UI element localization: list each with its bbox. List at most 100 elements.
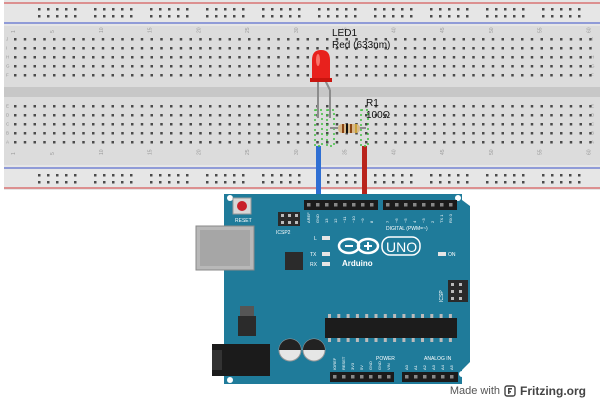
header-pin[interactable] <box>386 203 390 207</box>
rail-hole <box>271 8 274 11</box>
header-pin[interactable] <box>316 203 320 207</box>
digital-header-left[interactable] <box>304 200 378 210</box>
analog-pin-label: A2 <box>422 364 427 370</box>
breadboard-hole <box>472 123 475 126</box>
rail-hole <box>448 181 451 184</box>
header-pin[interactable] <box>360 375 364 379</box>
header-pin[interactable] <box>352 203 356 207</box>
column-number: 55 <box>538 149 544 155</box>
breadboard-hole <box>335 114 339 117</box>
breadboard-hole <box>199 132 202 135</box>
rail-hole <box>130 174 133 177</box>
header-pin[interactable] <box>405 375 409 379</box>
breadboard-hole <box>82 56 85 59</box>
breadboard-hole <box>111 74 114 77</box>
rail-hole <box>298 15 301 18</box>
header-pin[interactable] <box>361 203 365 207</box>
header-pin[interactable] <box>387 375 391 379</box>
rail-hole <box>392 181 395 184</box>
breadboard-hole <box>257 114 261 117</box>
rail-hole <box>74 8 77 11</box>
rail-hole <box>56 15 59 18</box>
rail-hole <box>336 181 339 184</box>
header-pin[interactable] <box>395 203 399 207</box>
header-pin[interactable] <box>351 375 355 379</box>
breadboard-hole <box>452 56 456 59</box>
breadboard-hole <box>365 47 368 50</box>
breadboard-hole <box>443 132 446 135</box>
breadboard-hole <box>550 65 553 68</box>
header-pin[interactable] <box>450 375 454 379</box>
breadboard-hole <box>433 47 436 50</box>
breadboard-hole <box>501 65 504 68</box>
header-pin[interactable] <box>342 375 346 379</box>
rail-hole <box>504 174 507 177</box>
rail-hole <box>401 174 404 177</box>
breadboard-hole <box>277 114 280 117</box>
resistor-component[interactable]: R1 100Ω <box>330 98 391 133</box>
rail-hole <box>94 174 97 177</box>
breadboard-hole <box>306 38 309 41</box>
rail-hole <box>103 15 106 18</box>
breadboard-hole <box>472 141 475 144</box>
rail-hole <box>65 8 68 11</box>
header-pin[interactable] <box>370 203 374 207</box>
breadboard-hole <box>150 132 153 135</box>
breadboard-hole <box>423 114 426 117</box>
breadboard-hole <box>160 74 163 77</box>
breadboard-hole <box>267 141 270 144</box>
row-letter: E <box>6 104 9 109</box>
header-pin[interactable] <box>414 375 418 379</box>
header-pin[interactable] <box>449 203 453 207</box>
breadboard-hole <box>530 105 534 108</box>
digital-header-right[interactable] <box>383 200 457 210</box>
rail-hole <box>150 15 153 18</box>
tx-led <box>322 252 330 256</box>
header-pin[interactable] <box>422 203 426 207</box>
arduino-board[interactable]: RESET ICSP2 L TX RX ON <box>195 194 470 384</box>
header-pin[interactable] <box>423 375 427 379</box>
rail-hole <box>439 181 442 184</box>
header-pin[interactable] <box>440 203 444 207</box>
breadboard-hole <box>82 114 85 117</box>
header-pin[interactable] <box>378 375 382 379</box>
breadboard-hole <box>287 105 290 108</box>
header-pin[interactable] <box>325 203 329 207</box>
analog-header[interactable] <box>402 372 458 382</box>
header-pin[interactable] <box>369 375 373 379</box>
header-pin[interactable] <box>343 203 347 207</box>
header-pin[interactable] <box>404 203 408 207</box>
header-pin[interactable] <box>441 375 445 379</box>
header-pin[interactable] <box>413 203 417 207</box>
header-pin[interactable] <box>432 375 436 379</box>
breadboard-hole <box>462 74 465 77</box>
led-component[interactable]: LED1 Red (633nm) <box>310 28 390 118</box>
column-number: 45 <box>440 149 446 155</box>
breadboard-hole <box>491 56 495 59</box>
breadboard-hole <box>43 114 46 117</box>
breadboard-hole <box>160 65 163 68</box>
breadboard-hole <box>140 74 144 77</box>
breadboard-hole <box>306 56 309 59</box>
breadboard-hole <box>160 38 163 41</box>
breadboard-hole <box>423 56 426 59</box>
icsp2-pins <box>281 214 298 224</box>
header-pin[interactable] <box>431 203 435 207</box>
breadboard-hole <box>121 65 124 68</box>
rail-hole <box>336 15 339 18</box>
rail-hole <box>522 8 525 11</box>
rail-hole <box>159 8 162 11</box>
header-pin[interactable] <box>334 203 338 207</box>
header-pin[interactable] <box>307 203 311 207</box>
rail-hole <box>522 174 525 177</box>
breadboard-hole <box>189 132 192 135</box>
breadboard-hole <box>560 141 563 144</box>
header-pin[interactable] <box>333 375 337 379</box>
chip-pin <box>374 314 378 318</box>
breadboard-hole <box>550 123 553 126</box>
breadboard-hole <box>72 74 75 77</box>
breadboard-hole <box>521 47 524 50</box>
breadboard-hole <box>491 114 495 117</box>
breadboard-hole <box>228 74 231 77</box>
